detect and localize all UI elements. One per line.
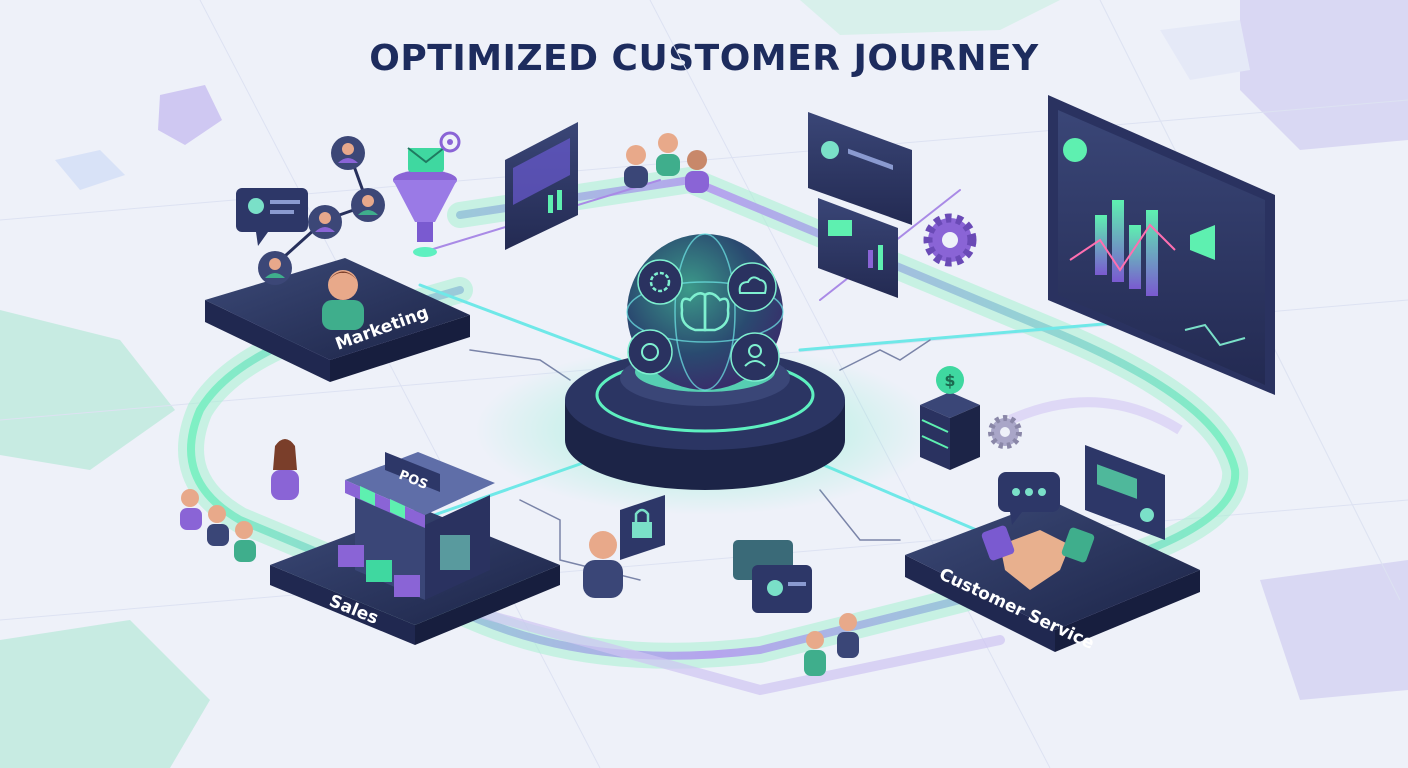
at-icon xyxy=(439,131,461,153)
box-icon xyxy=(338,545,420,597)
email-icon xyxy=(407,147,445,172)
megaphone-icon xyxy=(1190,225,1215,260)
gear-brain-icon-2 xyxy=(627,329,673,375)
profile-screen xyxy=(808,112,912,225)
profile-chat-icon xyxy=(236,188,308,246)
server-icon xyxy=(920,392,980,470)
page-title: OPTIMIZED CUSTOMER JOURNEY xyxy=(369,38,1039,79)
user-icon xyxy=(730,332,780,382)
handshake-icon xyxy=(981,525,1095,590)
pie-chart-icon xyxy=(1063,138,1087,162)
email-chart-screen xyxy=(818,198,898,298)
gear-icon-small xyxy=(988,415,1022,449)
central-hub xyxy=(475,233,935,515)
marketing-platform: Marketing xyxy=(205,131,470,382)
gear-brain-icon xyxy=(637,259,683,305)
dashboard-monitor xyxy=(1048,95,1275,395)
analytics-panel xyxy=(505,122,578,250)
funnel-icon xyxy=(393,170,457,257)
bar-chart-icon xyxy=(1069,200,1176,296)
storefront-icon: POS xyxy=(345,452,495,600)
profile-message-icon xyxy=(733,540,812,613)
chat-icon xyxy=(998,472,1060,525)
customer-service-platform: Customer Service xyxy=(905,445,1200,654)
journey-path xyxy=(178,166,1249,696)
gear-icon xyxy=(923,213,977,267)
svg-text:$: $ xyxy=(944,371,955,390)
user-network-icon xyxy=(258,136,385,285)
brain-icon xyxy=(680,292,730,332)
cloud-icon xyxy=(727,262,777,312)
profile-card-icon xyxy=(1085,445,1165,540)
audience-people xyxy=(624,133,709,193)
sales-platform: Sales POS xyxy=(270,452,560,645)
marketer-person-icon xyxy=(322,270,364,330)
dollar-icon: $ xyxy=(936,366,964,394)
customers-group xyxy=(180,439,859,676)
lock-icon xyxy=(620,495,665,560)
